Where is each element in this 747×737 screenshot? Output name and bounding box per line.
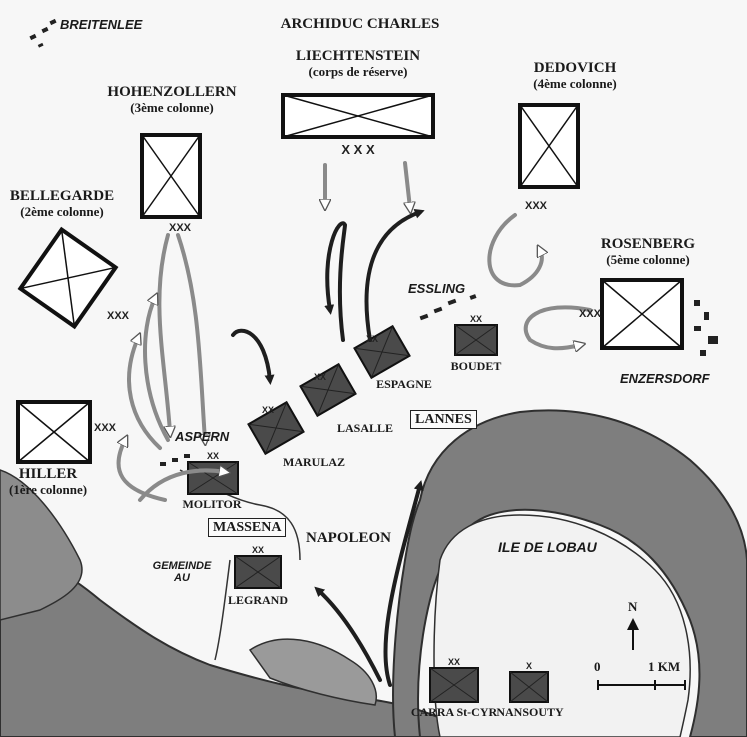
french-units <box>187 324 549 703</box>
echelon-mark-hiller: XXX <box>93 422 117 434</box>
unit-rosenberg <box>600 278 684 350</box>
echelon-mark-hohenzollern: XXX <box>168 222 192 234</box>
corps-name: HILLER <box>18 466 78 482</box>
unit-molitor <box>187 461 239 495</box>
austrian-corps <box>16 93 684 464</box>
echelon-mark-nansouty: X <box>525 661 533 671</box>
unit-lasalle <box>299 362 357 418</box>
french-attack-arrows <box>231 208 425 687</box>
unit-marulaz <box>247 400 305 456</box>
unit-label-lasalle: LASALLE <box>336 421 394 435</box>
echelon-mark-liechtenstein: X X X <box>341 142 375 157</box>
corps-label-hiller: HILLER (1ère colonne) <box>9 466 87 497</box>
corps-subtitle: (corps de réserve) <box>308 63 408 79</box>
place-label-aspern: ASPERN <box>175 429 230 444</box>
austrian-attack-arrows <box>116 161 592 502</box>
corps-name: DEDOVICH <box>533 60 617 76</box>
echelon-mark-marulaz: XX <box>261 405 275 415</box>
unit-hiller <box>16 400 92 464</box>
unit-label-nansouty: NANSOUTY <box>496 705 564 719</box>
scale-label-km: 1 KM <box>648 659 681 674</box>
echelon-mark-rosenberg: XXX <box>578 308 602 320</box>
corps-label-liechtenstein: LIECHTENSTEIN (corps de réserve) <box>296 48 420 79</box>
unit-liechtenstein <box>281 93 435 139</box>
commander-label-archiduc-charles: ARCHIDUC CHARLES <box>280 16 440 32</box>
echelon-mark-carra-st-cyr: XX <box>447 657 461 667</box>
echelon-mark-boudet: XX <box>469 314 483 324</box>
unit-label-legrand: LEGRAND <box>227 593 289 607</box>
place-label-gemeinde-au: GEMEINDE AU <box>153 560 212 584</box>
unit-legrand <box>234 555 282 589</box>
place-name: GEMEINDE <box>152 560 212 572</box>
commander-label-massena: MASSENA <box>208 518 287 538</box>
corps-subtitle: (2ème colonne) <box>20 203 104 219</box>
unit-boudet <box>454 324 498 356</box>
corps-name: ROSENBERG <box>600 236 696 252</box>
corps-subtitle: (1ère colonne) <box>8 481 88 497</box>
unit-label-molitor: MOLITOR <box>182 497 242 511</box>
unit-label-espagne: ESPAGNE <box>376 377 432 391</box>
commander-label-napoleon: NAPOLEON <box>306 530 392 546</box>
unit-bellegarde <box>17 226 119 330</box>
place-label-enzersdorf: ENZERSDORF <box>620 371 710 386</box>
unit-espagne <box>353 324 411 380</box>
place-label-essling: ESSLING <box>408 281 466 296</box>
unit-label-carra-st-cyr: CARRA St-CYR <box>410 705 498 719</box>
corps-subtitle: (5ème colonne) <box>606 251 690 267</box>
corps-name: LIECHTENSTEIN <box>295 48 421 64</box>
village-marks <box>29 18 718 466</box>
echelon-mark-molitor: XX <box>206 451 220 461</box>
corps-label-hohenzollern: HOHENZOLLERN (3ème colonne) <box>107 84 236 115</box>
danube-river <box>0 409 747 737</box>
place-name: AU <box>174 572 190 585</box>
corps-subtitle: (4ème colonne) <box>533 75 617 91</box>
scale-bar <box>597 680 686 690</box>
corps-name: HOHENZOLLERN <box>107 84 237 100</box>
unit-nansouty <box>509 671 549 703</box>
unit-dedovich <box>518 103 580 189</box>
unit-carra-st-cyr <box>429 667 479 703</box>
corps-label-bellegarde: BELLEGARDE (2ème colonne) <box>10 188 114 219</box>
echelon-mark-espagne: XX <box>365 334 379 344</box>
scale-label-zero: 0 <box>594 659 601 674</box>
echelon-mark-dedovich: XXX <box>524 200 548 212</box>
north-arrow <box>627 618 639 650</box>
unit-label-boudet: BOUDET <box>450 359 502 373</box>
place-label-ile-de-lobau: ILE DE LOBAU <box>498 539 597 555</box>
echelon-mark-legrand: XX <box>251 545 265 555</box>
echelon-mark-bellegarde: XXX <box>106 310 130 322</box>
corps-label-rosenberg: ROSENBERG (5ème colonne) <box>601 236 695 267</box>
unit-hohenzollern <box>140 133 202 219</box>
corps-name: BELLEGARDE <box>9 188 115 204</box>
commander-label-lannes: LANNES <box>410 410 477 430</box>
unit-label-marulaz: MARULAZ <box>283 455 345 469</box>
corps-subtitle: (3ème colonne) <box>130 99 214 115</box>
corps-label-dedovich: DEDOVICH (4ème colonne) <box>533 60 616 91</box>
north-label: N <box>628 599 638 614</box>
echelon-mark-lasalle: XX <box>313 372 327 382</box>
place-label-breitenlee: BREITENLEE <box>60 17 143 32</box>
